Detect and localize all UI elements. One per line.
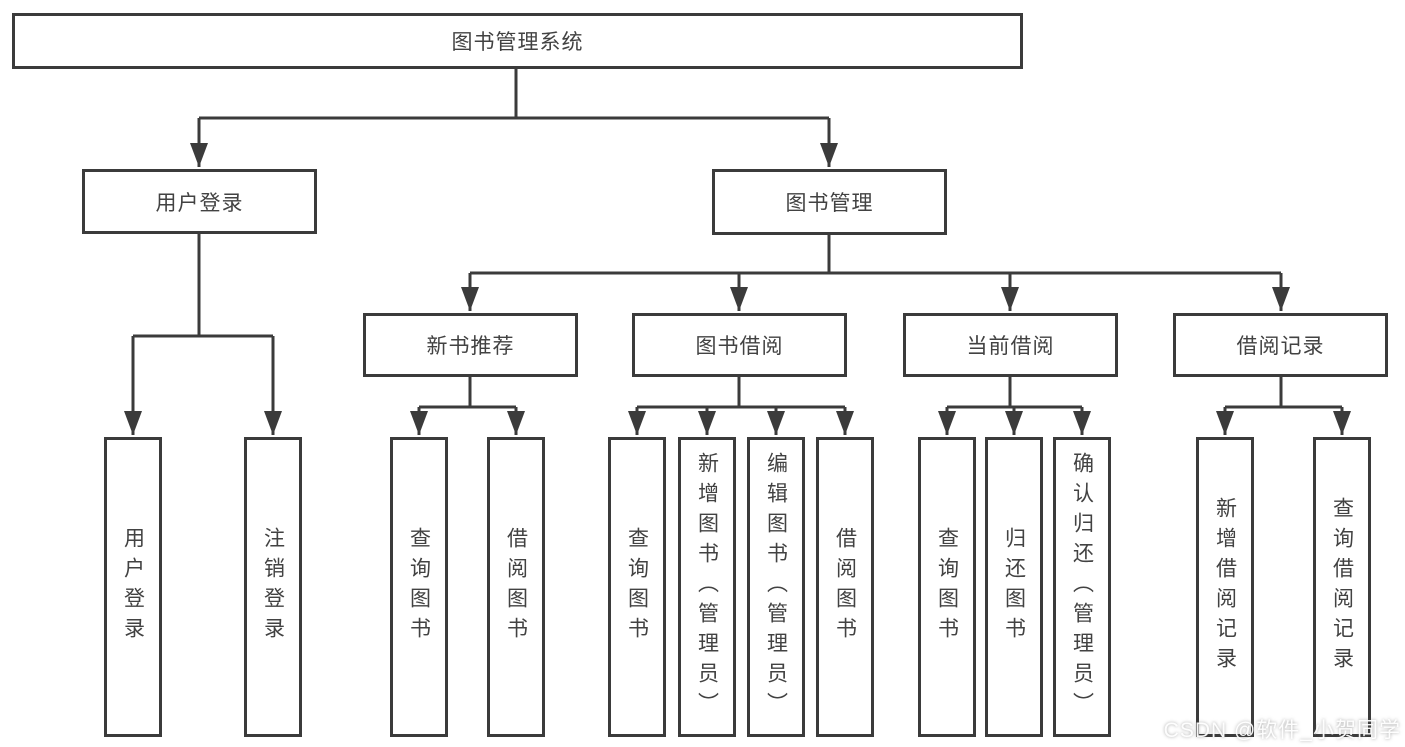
leaf-borrow-borrow-books-label: 借阅图书 (833, 527, 857, 647)
node-new-book-recommend-label: 新书推荐 (426, 335, 515, 358)
node-user-login: 用户登录 (82, 169, 317, 234)
node-borrow-records: 借阅记录 (1173, 313, 1388, 377)
leaf-newbook-query-books: 查询图书 (390, 437, 448, 737)
leaf-record-query-record-label: 查询借阅记录 (1330, 497, 1354, 677)
leaf-record-query-record: 查询借阅记录 (1313, 437, 1371, 737)
node-new-book-recommend: 新书推荐 (363, 313, 578, 377)
node-book-borrow-label: 图书借阅 (695, 335, 784, 358)
leaf-current-return-books: 归还图书 (985, 437, 1043, 737)
leaf-record-add-record: 新增借阅记录 (1196, 437, 1254, 737)
node-library-system-label: 图书管理系统 (451, 31, 584, 54)
leaf-newbook-borrow-books-label: 借阅图书 (504, 527, 528, 647)
node-borrow-records-label: 借阅记录 (1236, 335, 1325, 358)
leaf-current-query-books: 查询图书 (918, 437, 976, 737)
leaf-borrow-query-books-label: 查询图书 (625, 527, 649, 647)
leaf-current-return-books-label: 归还图书 (1002, 527, 1026, 647)
leaf-current-confirm-return-admin-label: 确认归还（管理员） (1070, 452, 1094, 722)
leaf-newbook-query-books-label: 查询图书 (407, 527, 431, 647)
node-book-management-label: 图书管理 (785, 192, 874, 215)
leaf-borrow-add-books-admin-label: 新增图书（管理员） (695, 452, 719, 722)
leaf-user-login-label: 用户登录 (121, 527, 145, 647)
node-current-borrow-label: 当前借阅 (966, 335, 1055, 358)
node-user-login-label: 用户登录 (155, 191, 244, 215)
leaf-current-confirm-return-admin: 确认归还（管理员） (1053, 437, 1111, 737)
leaf-current-query-books-label: 查询图书 (935, 527, 959, 647)
leaf-newbook-borrow-books: 借阅图书 (487, 437, 545, 737)
leaf-user-login: 用户登录 (104, 437, 162, 737)
node-current-borrow: 当前借阅 (903, 313, 1118, 377)
leaf-borrow-borrow-books: 借阅图书 (816, 437, 874, 737)
node-library-system: 图书管理系统 (12, 13, 1023, 69)
leaf-borrow-edit-books-admin: 编辑图书（管理员） (747, 437, 805, 737)
leaf-logout: 注销登录 (244, 437, 302, 737)
node-book-management: 图书管理 (712, 169, 947, 235)
leaf-logout-label: 注销登录 (261, 527, 285, 647)
leaf-borrow-edit-books-admin-label: 编辑图书（管理员） (764, 452, 788, 722)
leaf-record-add-record-label: 新增借阅记录 (1213, 497, 1237, 677)
node-book-borrow: 图书借阅 (632, 313, 847, 377)
leaf-borrow-add-books-admin: 新增图书（管理员） (678, 437, 736, 737)
leaf-borrow-query-books: 查询图书 (608, 437, 666, 737)
